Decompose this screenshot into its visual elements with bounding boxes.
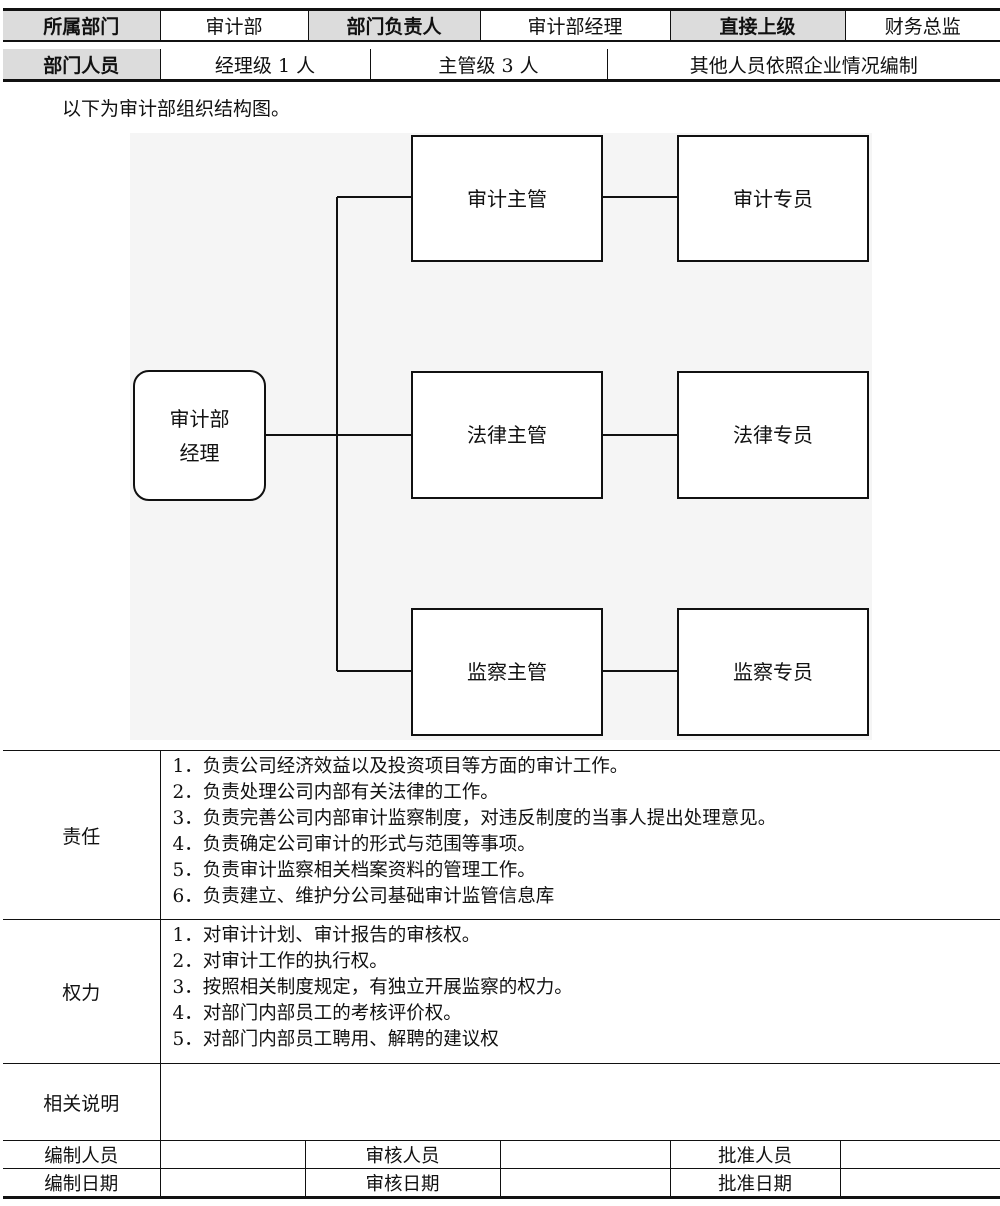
responsibility-item: 4．负责确定公司审计的形式与范围等事项。 [172,834,536,855]
dept-value: 审计部 [159,9,309,42]
department-info-table: 所属部门 审计部 部门负责人 审计部经理 直接上级 财务总监 [3,8,1000,42]
responsibility-label: 责任 [3,750,161,920]
staff-label: 部门人员 [3,49,161,81]
box-legal-specialist: 法律专员 [677,371,869,499]
responsibility-item: 2．负责处理公司内部有关法律的工作。 [172,782,499,803]
responsibility-item: 5．负责审计监察相关档案资料的管理工作。 [172,860,536,881]
approver-label: 批准人员 [669,1140,841,1169]
authority-item: 3．按照相关制度规定，有独立开展监察的权力。 [172,977,573,998]
prepare-date-value [159,1168,306,1198]
head-value: 审计部经理 [479,9,671,42]
box-audit-specialist: 审计专员 [677,135,869,262]
notes-label: 相关说明 [3,1063,161,1141]
authority-item: 5．对部门内部员工聘用、解聘的建议权 [172,1029,499,1050]
box-inspection-supervisor: 监察主管 [411,608,603,736]
responsibility-list: 1．负责公司经济效益以及投资项目等方面的审计工作。 2．负责处理公司内部有关法律… [159,750,1000,920]
box-audit-supervisor: 审计主管 [411,135,603,262]
approve-date-value [839,1168,1000,1198]
org-chart: 审计部 经理 审计主管 法律主管 监察主管 审计专员 法律专员 监察专员 [130,133,872,740]
manager-level: 经理级 1 人 [160,49,371,81]
authority-list: 1．对审计计划、审计报告的审核权。 2．对审计工作的执行权。 3．按照相关制度规… [159,919,1000,1064]
authority-item: 2．对审计工作的执行权。 [172,951,388,972]
supervisor-level: 主管级 3 人 [370,49,608,81]
root-box-dept-manager: 审计部 经理 [133,370,266,501]
superior-value: 财务总监 [844,9,1000,42]
approver-value [839,1140,1000,1169]
authority-item: 1．对审计计划、审计报告的审核权。 [172,925,481,946]
superior-label: 直接上级 [669,9,846,42]
box-inspection-specialist: 监察专员 [677,608,869,736]
intro-text: 以下为审计部组织结构图。 [62,98,291,120]
responsibility-item: 6．负责建立、维护分公司基础审计监管信息库 [172,886,555,907]
reviewer-value [499,1140,671,1169]
reviewer-label: 审核人员 [304,1140,501,1169]
staff-row-table: 部门人员 经理级 1 人 主管级 3 人 其他人员依照企业情况编制 [3,49,1000,82]
notes-value [159,1063,1000,1141]
other-staff: 其他人员依照企业情况编制 [689,54,918,77]
review-date-label: 审核日期 [304,1168,501,1198]
dept-label: 所属部门 [3,9,161,42]
prepare-date-label: 编制日期 [3,1168,161,1198]
review-date-value [499,1168,671,1198]
preparer-value [159,1140,306,1169]
authority-label: 权力 [3,919,161,1064]
authority-item: 4．对部门内部员工的考核评价权。 [172,1003,462,1024]
responsibility-item: 3．负责完善公司内部审计监察制度，对违反制度的当事人提出处理意见。 [172,808,777,829]
preparer-label: 编制人员 [3,1140,161,1169]
box-legal-supervisor: 法律主管 [411,371,603,499]
approve-date-label: 批准日期 [669,1168,841,1198]
org-chart-connectors [266,196,677,672]
responsibility-item: 1．负责公司经济效益以及投资项目等方面的审计工作。 [172,756,629,777]
duties-table: 责任 1．负责公司经济效益以及投资项目等方面的审计工作。 2．负责处理公司内部有… [3,750,1000,1199]
head-label: 部门负责人 [307,9,481,42]
